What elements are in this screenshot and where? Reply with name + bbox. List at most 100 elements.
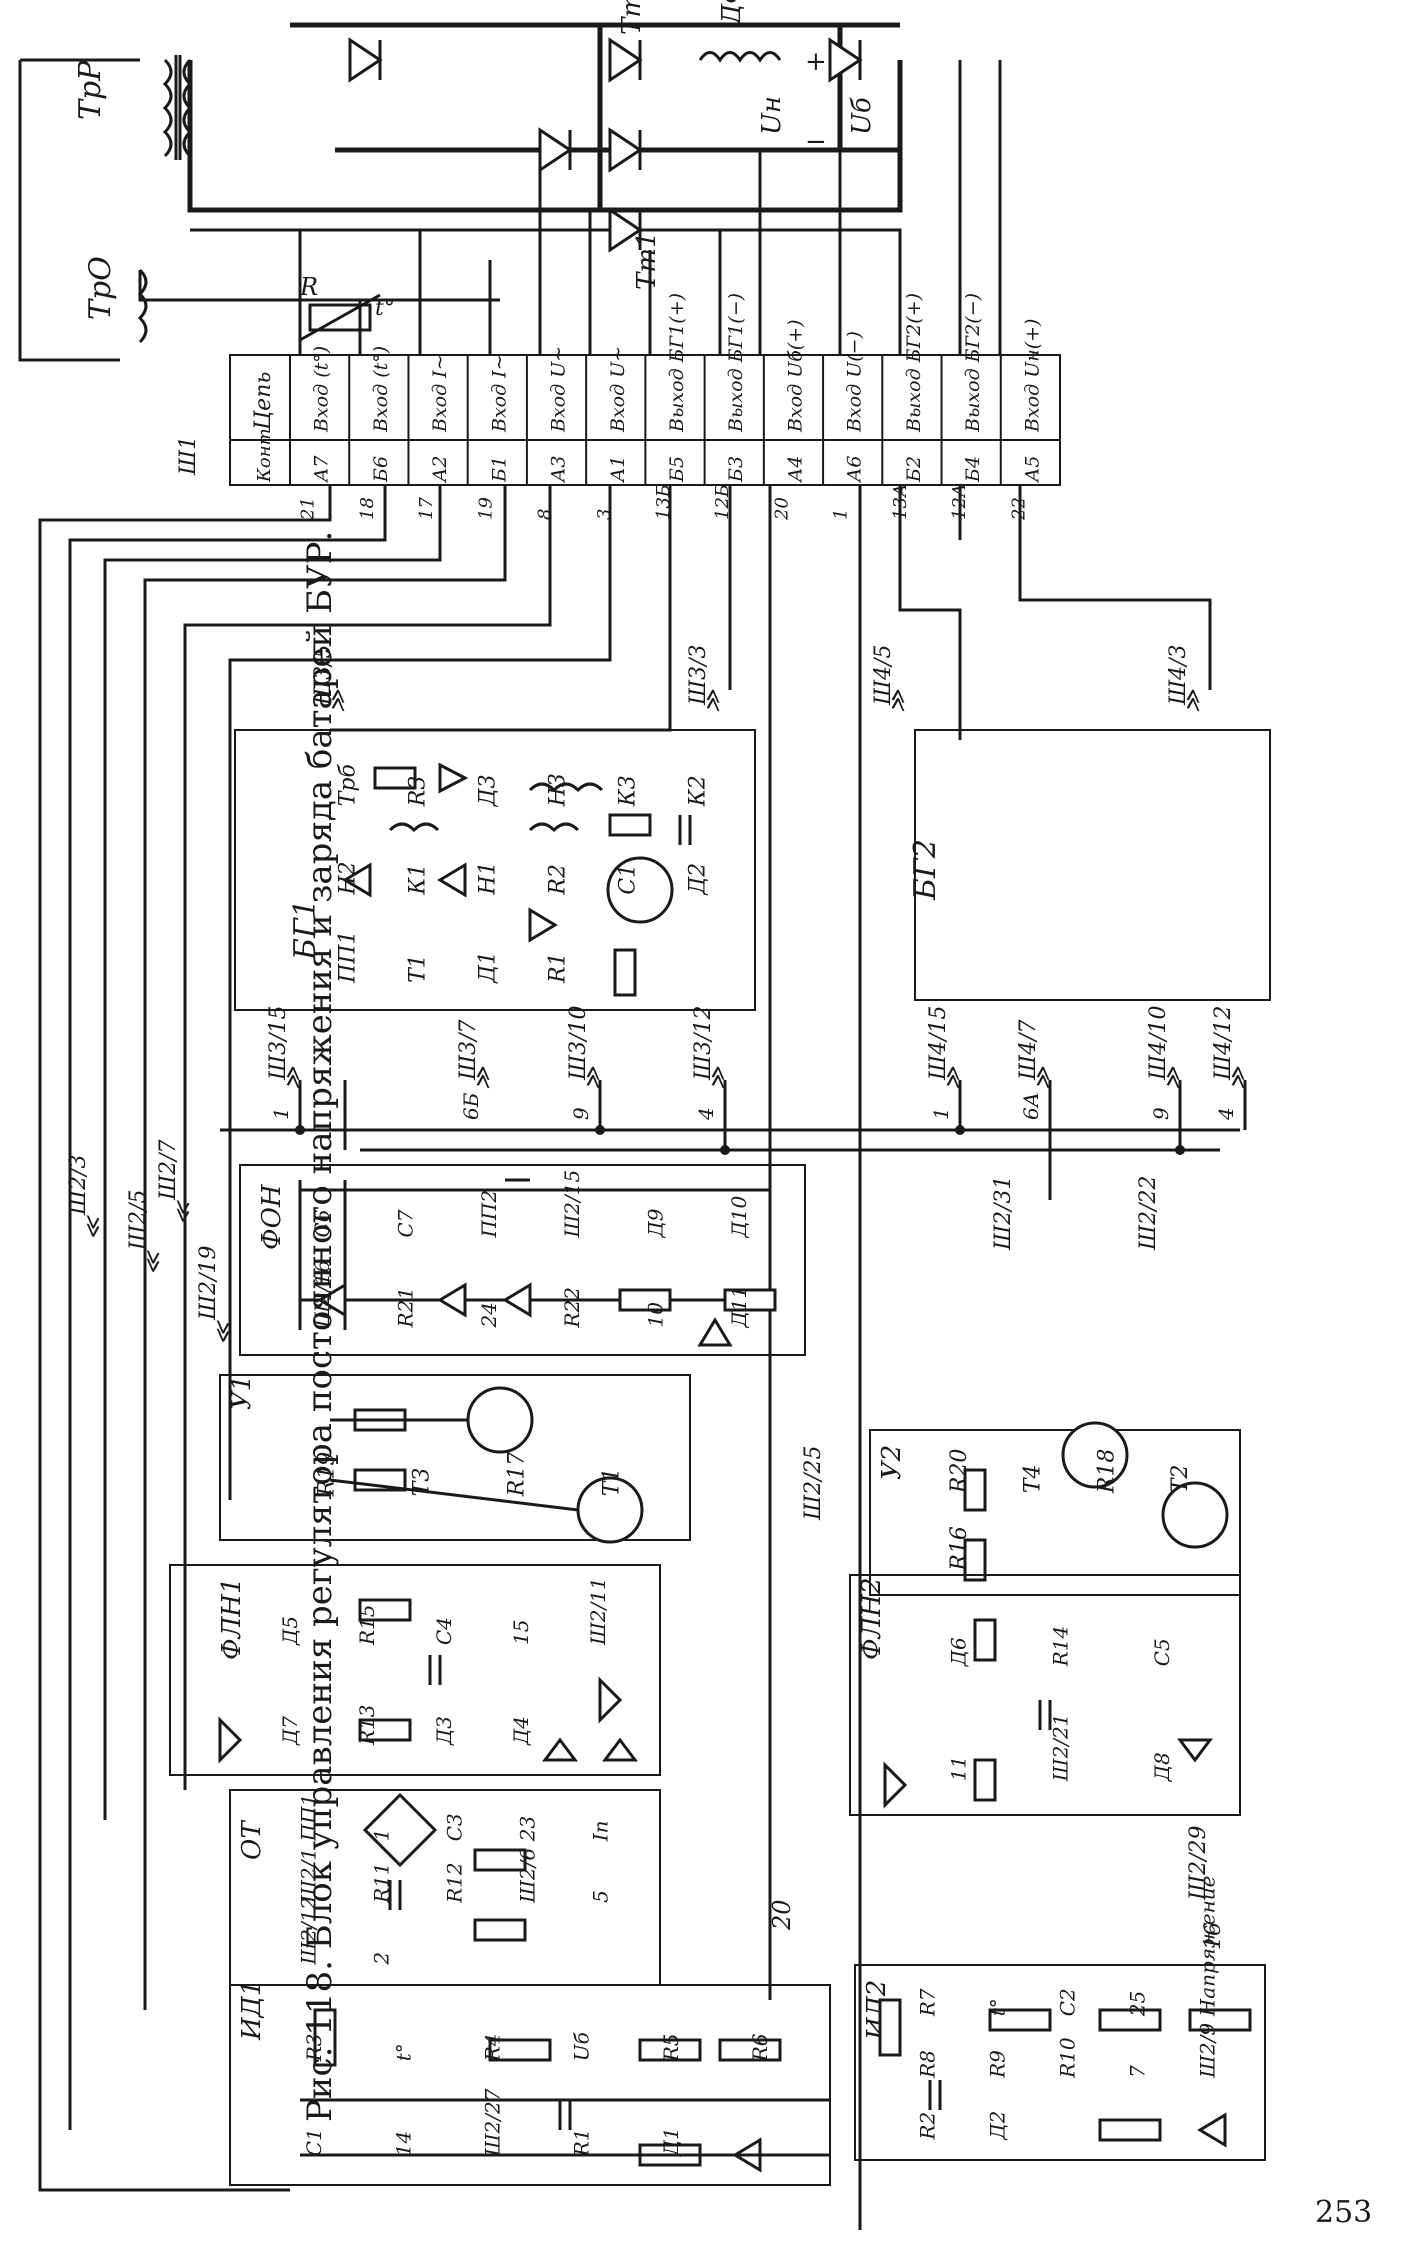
id2-part-label: t° [986,1998,1010,2016]
connector-arrow: ≫ [1161,1066,1186,1090]
connector-arrow: ≫ [281,1066,306,1090]
connector-pin: 1 [929,1107,953,1120]
label-ub: Uб [847,97,877,135]
connector-pin: 1 [269,1107,293,1120]
fon-part-label: Д9 [644,1208,668,1238]
ot-part-label: Ш2/12 [297,1897,321,1966]
connector-arrow: ≪ [141,1250,166,1275]
wire-number: 1 [831,509,852,520]
id1-part-label: Ш2/27 [481,2088,505,2157]
fon-part-label: 10 [644,1302,668,1328]
connector-label: Ш3/5 [311,644,336,706]
connector-label: Ш4/10 [1146,1005,1171,1081]
bridge-rectifier [362,1792,438,1868]
id1-part-label: R4 [481,2033,505,2062]
id1-part-label: R5 [659,2033,683,2062]
fln2-part-label: С5 [1150,1638,1174,1666]
bg1-part-label: ПП1 [336,931,361,984]
figure-caption: Рис. 118. Блок управления регулятора пос… [300,530,340,2122]
connector-arrow: ≫ [1031,1066,1056,1090]
bg1-part-label: R3 [406,776,431,808]
thermistor-r: R t° [299,273,395,342]
id1-part-label: R1 [570,2128,594,2157]
connector-label: Ш3/15 [266,1005,291,1081]
wire-number: 21 [298,497,319,521]
connector-arrow: ≫ [706,1066,731,1090]
label-trr: ТрР [73,60,108,120]
bg1-part-label: Н2 [336,861,361,895]
fon-part-label: С6 [310,1209,334,1237]
connector-arrow: ≪ [211,1320,236,1345]
id2-part-label: Напряжение [1196,1875,1220,2017]
id1-part-label: С1 [302,2128,326,2156]
bg1-part-label: R1 [546,952,571,984]
connector-label: Ш3/7 [456,1019,481,1081]
table-cell-contact: Б6 [370,456,392,483]
u1-part-label: Т1 [599,1468,624,1497]
id2-part-label: С2 [1056,1988,1080,2016]
left-bus-label: Ш2/3 [66,1154,91,1216]
fon-part-label: С7 [394,1209,418,1237]
ot-part-label: 2 [370,1952,394,1966]
connectors-mid: Ш3/15≫1Ш3/7≫6БШ3/10≫9Ш3/12≫4Ш4/15≫1Ш4/7≫… [266,1005,1251,1121]
connector-arrow: ≫ [1181,689,1206,713]
bg1-part-label: Н1 [476,861,501,895]
bg1-part-label: К3 [616,775,641,807]
fln1-part-label: R13 [355,1704,379,1746]
id1-part-label: R3 [302,2033,326,2062]
connector-arrow: ≫ [941,1066,966,1090]
id2-part-label: R8 [916,2050,940,2079]
id2-part-label: R9 [986,2050,1010,2079]
wire-number: 12Б [712,484,733,520]
connector-arrow: ≫ [471,1066,496,1090]
connector-pin: 4 [694,1107,718,1121]
label-tro: ТрО [83,256,118,320]
connector-pin: 4 [1214,1107,1238,1121]
wire-number: 19 [475,497,496,520]
table-cell-contact: Б2 [903,456,925,483]
label-un: Uн [757,96,787,135]
page-number: 253 [1315,2195,1373,2230]
u2-part-label: R18 [1094,1449,1119,1495]
fon-part-label: R22 [560,1287,584,1329]
id1-part-label: R6 [748,2033,772,2062]
connector-label: Ш3/12 [691,1005,716,1081]
connector-label: Ш4/3 [1166,644,1191,706]
ot-part-label: R12 [443,1862,467,1904]
connector-label: Ш4/5 [871,644,896,706]
wire-number: 18 [357,497,378,520]
diode-group [348,37,863,253]
table-head-circuit: Цепь [251,372,276,431]
transformer-tro: ТрО [83,256,148,344]
fon-part-label: Д10 [727,1196,751,1239]
label-tt2: Тт2 [617,0,647,35]
block-bg2-label: БГ2 [908,839,943,901]
ot-part-label: Iп [589,1820,613,1842]
connectors-top: Ш3/5≫Ш3/3≫Ш4/5≫Ш4/3≫ [311,644,1206,713]
choke-df [698,51,782,63]
bg1-part-label: Т1 [406,954,431,983]
fon-part-label: ПП2 [477,1190,501,1239]
id1-part-label: Д1 [659,2127,683,2157]
connector-pin: 9 [569,1107,593,1120]
fon-part-label: 24 [477,1302,501,1328]
table-cell-circuit: Вход U(−) [844,331,866,433]
wire-number: 8 [535,509,556,520]
ot-part-label: Ш2/6 [516,1848,540,1904]
fln2-part-label: Д8 [1150,1752,1174,1782]
ot-part-label: Ш2/1 [297,1848,321,1904]
block-ot-label: ОТ [237,1820,267,1860]
table-cell-contact: Б4 [962,456,984,483]
fln2-part-label: 11 [947,1756,971,1781]
wire-number: 3 [594,509,615,520]
id2-part-label: Ш2/9 [1196,2023,1220,2079]
bg1-part-label: Н3 [546,773,571,807]
table-cell-circuit: Вход I~ [429,354,451,433]
